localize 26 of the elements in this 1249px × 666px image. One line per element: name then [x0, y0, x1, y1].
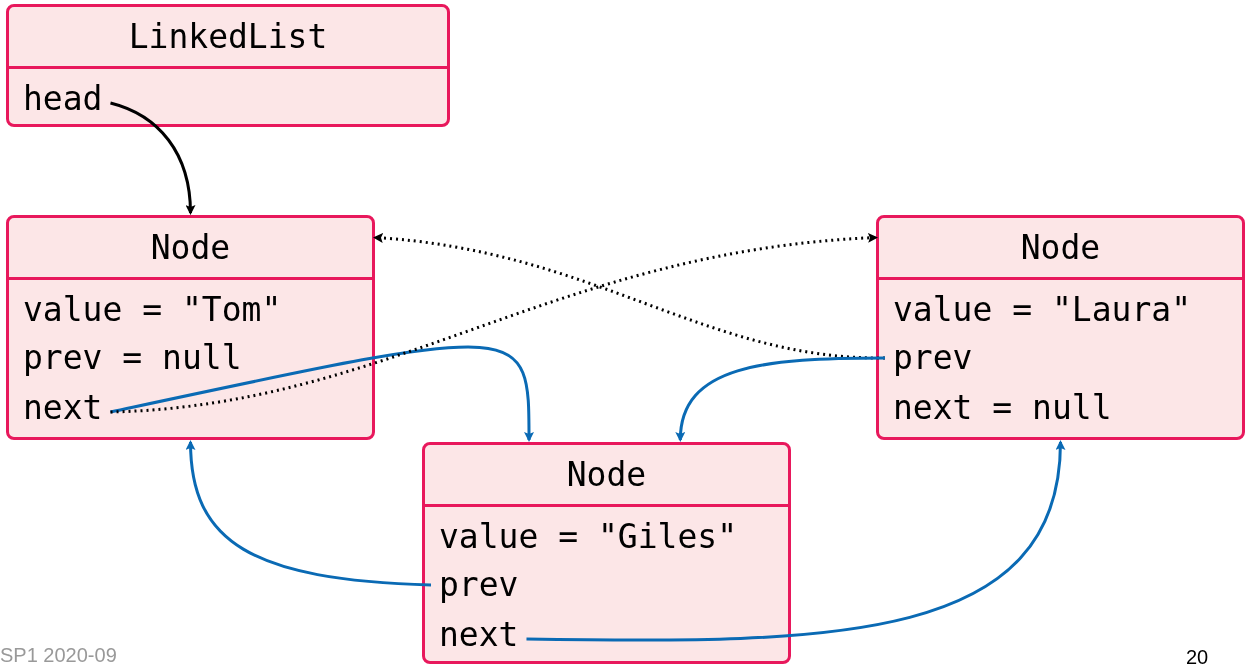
field-text: next = null [893, 388, 1112, 428]
field-text: value = "Tom" [23, 290, 282, 330]
class-box [422, 442, 791, 664]
arrow [110, 345, 534, 442]
arrow [526, 440, 1065, 642]
class-box [876, 215, 1245, 440]
arrow [185, 440, 432, 587]
field-text: prev [893, 338, 973, 378]
field-text: head [23, 79, 103, 119]
field-text: prev [439, 565, 519, 605]
class-name: LinkedList [128, 15, 328, 58]
field-text: prev = null [23, 338, 242, 378]
class-name: Node [566, 453, 647, 496]
arrow [110, 233, 878, 414]
field-text: value = "Giles" [439, 517, 737, 557]
field-text: next [23, 388, 103, 428]
page-number: 20 [1186, 645, 1209, 666]
arrow [676, 356, 885, 442]
field-text: value = "Laura" [893, 290, 1191, 330]
class-name: Node [150, 226, 231, 269]
field-text: next [439, 615, 519, 655]
class-name: Node [1020, 226, 1101, 269]
class-box [6, 215, 375, 440]
class-box [6, 4, 450, 127]
footer-text: SP1 2020-09 [0, 643, 117, 666]
arrow [110, 101, 196, 215]
